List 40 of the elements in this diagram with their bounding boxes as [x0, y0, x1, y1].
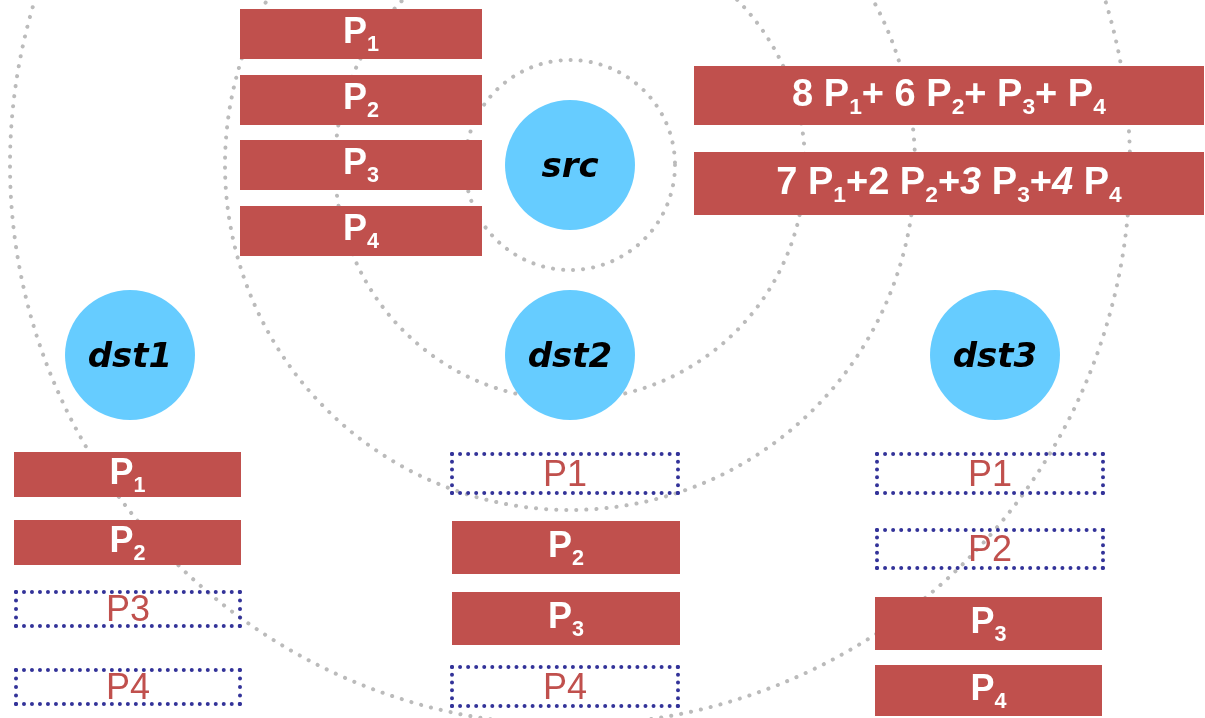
packet-label: 8 P$_{1}$+ 6 P$_{2}$+ P$_{3}$+ P$_{4}$ — [792, 73, 1106, 118]
packet-box — [452, 592, 680, 645]
packet-label: P$_{4}$ — [343, 210, 379, 252]
packet-box — [240, 206, 482, 256]
packet-box — [240, 9, 482, 59]
packet-box — [875, 665, 1102, 716]
packet-label: P$_{3}$ — [343, 144, 379, 186]
packet-label: P1 — [542, 455, 587, 492]
missing-packet-box — [14, 668, 242, 706]
packet-box — [14, 520, 241, 565]
packet-box — [875, 597, 1102, 650]
packet-box — [14, 452, 241, 497]
missing-packet-box — [875, 528, 1105, 570]
packet-label: P$_{4}$ — [970, 669, 1007, 712]
packet-label: P3 — [105, 591, 150, 627]
packet-label: P$_{3}$ — [548, 597, 584, 640]
station-label: dst2 — [527, 338, 613, 372]
coded-packet-box — [694, 152, 1204, 215]
packet-label: P$_{1}$ — [109, 453, 146, 496]
station-label: dst1 — [87, 338, 173, 372]
missing-packet-box — [450, 665, 680, 708]
station-label: dst3 — [952, 338, 1038, 372]
packet-label: P$_{2}$ — [548, 526, 584, 569]
packet-label: P$_{2}$ — [343, 79, 379, 121]
packet-box — [452, 521, 680, 574]
packet-label: 7 P$_{1}$+2 P$_{2}$+3 P$_{3}$+4 P$_{4}$ — [776, 161, 1122, 206]
missing-packet-box — [14, 590, 242, 628]
missing-packet-box — [450, 452, 680, 495]
packet-label: P4 — [105, 669, 150, 705]
packet-box — [240, 140, 482, 190]
packet-label: P4 — [542, 668, 587, 705]
coded-packet-box — [694, 66, 1204, 125]
packet-box — [240, 75, 482, 125]
packet-label: P1 — [967, 455, 1012, 492]
packet-label: P$_{3}$ — [970, 602, 1007, 645]
packet-label: P$_{2}$ — [109, 521, 146, 564]
station-label: src — [541, 148, 599, 182]
packet-label: P$_{1}$ — [343, 13, 379, 55]
packet-label: P2 — [967, 531, 1012, 567]
missing-packet-box — [875, 452, 1105, 495]
